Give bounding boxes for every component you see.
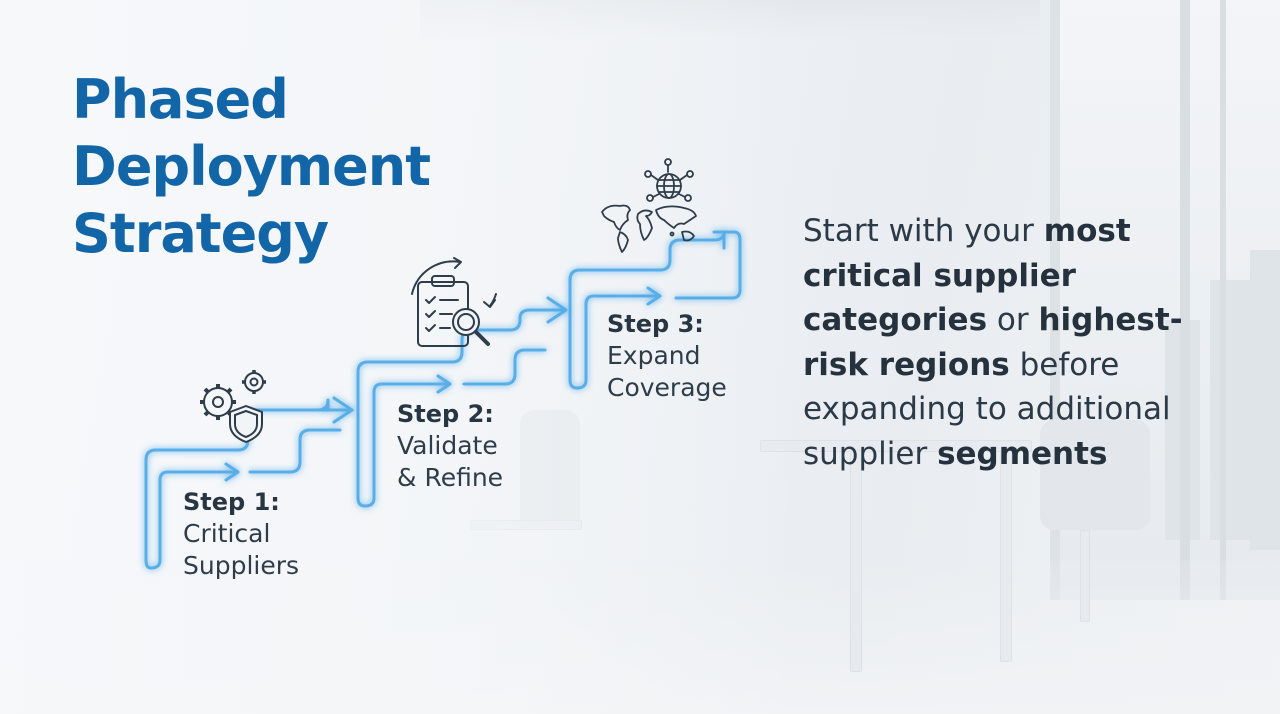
desc-part-3: before expanding to additional supplier (803, 346, 1171, 472)
title-line-2: Deployment (72, 135, 431, 198)
desc-bold-1: most critical supplier categories (803, 213, 1131, 338)
desc-part-2: or (987, 302, 1039, 338)
step-3-inner (575, 286, 662, 390)
step-2-outline (356, 296, 568, 508)
step-2-inner (363, 348, 547, 508)
description-text: Start with your most critical supplier c… (803, 209, 1183, 476)
desc-part-1: Start with your (803, 213, 1044, 249)
step-3-line-1: Expand (607, 341, 701, 370)
gears-shield-icon (200, 370, 266, 443)
step-1-label: Step 1: Critical Suppliers (183, 486, 299, 582)
step-1-line-2: Suppliers (183, 551, 300, 580)
clipboard-magnifier-icon (411, 257, 497, 347)
step-1-line-1: Critical (183, 519, 271, 548)
step-3-number: Step 3: (607, 310, 704, 338)
desc-bold-3: segments (937, 435, 1108, 472)
step-3-outline (568, 230, 742, 390)
desc-bold-2: highest-risk regions (803, 302, 1183, 383)
title-line-1: Phased (72, 68, 289, 131)
step-1-number: Step 1: (183, 488, 280, 516)
step-3-label: Step 3: Expand Coverage (607, 308, 727, 404)
step-3-line-2: Coverage (607, 373, 727, 402)
step-1-outline (144, 396, 354, 570)
world-map-network-icon (601, 158, 697, 253)
step-1-inner (149, 428, 342, 570)
step-2-label: Step 2: Validate & Refine (397, 398, 503, 494)
page-title: Phased Deployment Strategy (72, 66, 431, 267)
step-2-number: Step 2: (397, 400, 494, 428)
title-line-3: Strategy (72, 202, 329, 265)
step-2-line-1: Validate (397, 431, 498, 460)
step-2-line-2: & Refine (397, 463, 504, 492)
